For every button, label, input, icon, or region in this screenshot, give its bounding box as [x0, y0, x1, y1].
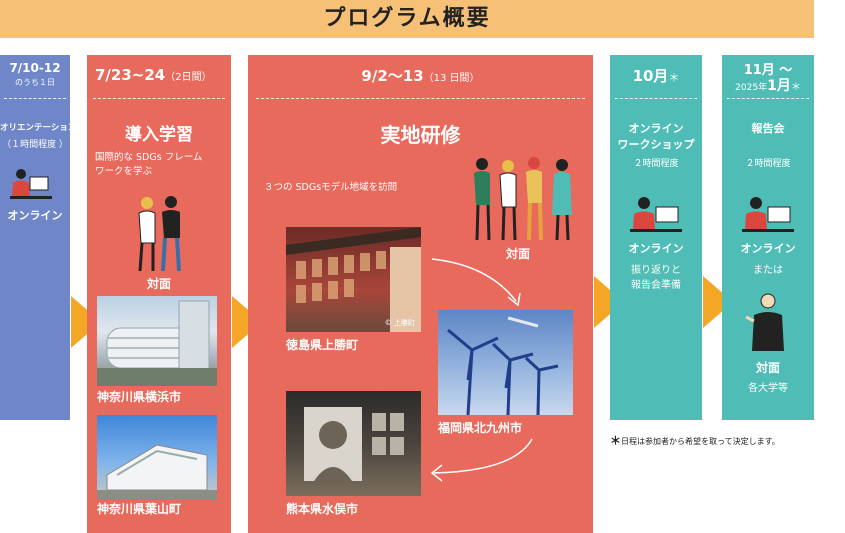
report-date-2: 2025年1月＊ — [722, 75, 814, 95]
hayama-photo — [97, 415, 217, 500]
orientation-date: 7/10-12 — [9, 61, 61, 75]
orientation-duration: （１時間程度 ） — [2, 140, 68, 150]
orientation-mode: オンライン — [7, 209, 63, 222]
kitakyushu-photo — [438, 310, 573, 415]
orientation-column: 7/10-12 のうち１日 オリエンテーション （１時間程度 ） オンライン — [0, 55, 77, 420]
report-mode-2: 対面 — [755, 361, 780, 375]
divider — [727, 98, 809, 99]
footnote-star: ＊ — [610, 434, 621, 447]
report-duration: ２時間程度 — [745, 159, 791, 169]
report-or: または — [753, 265, 783, 276]
presenter-icon — [745, 293, 784, 351]
workshop-asterisk: ＊ — [668, 71, 680, 84]
report-title: 報告会 — [751, 122, 785, 135]
intro-desc-1: 国際的な SDGs フレーム — [95, 152, 203, 163]
header-bar — [0, 0, 814, 38]
divider — [615, 98, 697, 99]
intro-desc-2: ワークを学ぶ — [95, 166, 153, 177]
divider — [256, 98, 585, 99]
intro-date: 7/23~24（2日間） — [95, 65, 229, 84]
online-person-icon — [742, 197, 794, 232]
report-column: 11月 ～ 2025年1月＊ 報告会 ２時間程度 オンライン または 対面 各大… — [722, 55, 814, 420]
footnote-text: 日程は参加者から希望を取って決定します。 — [621, 437, 780, 446]
fieldwork-date: 9/2〜13（13 日間） — [248, 65, 593, 86]
intro-date-range: 7/23~24 — [95, 66, 166, 84]
workshop-mode: オンライン — [628, 242, 684, 255]
intro-mode: 対面 — [146, 277, 171, 291]
online-person-icon — [630, 197, 682, 232]
workshop-date: 10月＊ — [610, 65, 702, 86]
yokohama-caption: 神奈川県横浜市 — [97, 390, 182, 404]
kitakyushu-caption: 福岡県北九州市 — [438, 421, 523, 435]
route-arrow-2 — [430, 438, 533, 482]
footnote: ＊日程は参加者から希望を取って決定します。 — [610, 429, 842, 448]
divider — [93, 98, 225, 99]
report-year: 2025年 — [735, 83, 768, 93]
kamikatsu-photo: © 上勝町 — [286, 227, 421, 332]
workshop-note-1: 振り返りと — [631, 265, 681, 276]
two-people-icon — [138, 196, 181, 272]
page-title: プログラム概要 — [323, 6, 491, 31]
workshop-title-2: ワークショップ — [617, 138, 695, 151]
fieldwork-column: 9/2〜13（13 日間） 実地研修 ３つの SDGsモデル地域を訪問 対面 — [248, 55, 593, 533]
orientation-date-sub: のうち１日 — [15, 78, 55, 87]
minamata-photo — [286, 391, 421, 496]
minamata-caption: 熊本県水俣市 — [286, 502, 359, 516]
group-people-icon — [474, 157, 572, 241]
report-date-1: 11月 ～ — [743, 63, 793, 78]
workshop-column: 10月＊ オンライン ワークショップ ２時間程度 オンライン 振り返りと 報告会… — [610, 55, 702, 420]
orientation-title: オリエンテーション — [0, 123, 77, 133]
online-person-icon — [10, 169, 52, 199]
fieldwork-date-range: 9/2〜13 — [361, 67, 424, 85]
report-month: 1月 — [767, 78, 791, 94]
divider — [4, 98, 66, 99]
workshop-duration: ２時間程度 — [633, 159, 679, 169]
report-note: 各大学等 — [748, 383, 788, 394]
route-arrow-1 — [431, 258, 521, 307]
fieldwork-days: （13 日間） — [423, 73, 480, 84]
photo-credit: © 上勝町 — [384, 319, 415, 327]
intro-column: 7/23~24（2日間） 導入学習 国際的な SDGs フレーム ワークを学ぶ … — [87, 55, 231, 533]
report-asterisk: ＊ — [790, 82, 801, 93]
kamikatsu-caption: 徳島県上勝町 — [286, 338, 359, 352]
intro-title: 導入学習 — [125, 125, 193, 145]
hayama-caption: 神奈川県葉山町 — [97, 502, 182, 516]
yokohama-photo — [97, 296, 217, 386]
fieldwork-mode: 対面 — [505, 247, 530, 261]
fieldwork-desc: ３つの SDGsモデル地域を訪問 — [264, 182, 398, 193]
workshop-note-2: 報告会準備 — [631, 280, 681, 291]
intro-days: （2日間） — [165, 72, 212, 83]
fieldwork-title: 実地研修 — [380, 123, 461, 147]
report-mode: オンライン — [740, 242, 796, 255]
workshop-month: 10月 — [632, 67, 669, 85]
workshop-title-1: オンライン — [628, 122, 684, 135]
